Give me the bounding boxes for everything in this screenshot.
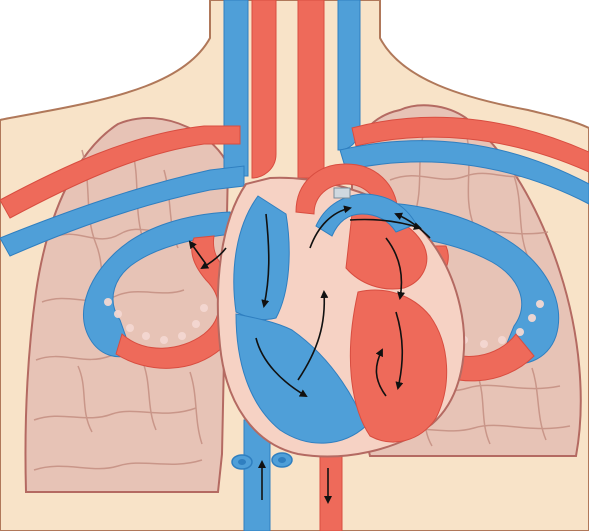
carotid-left <box>252 0 276 178</box>
jugular-left <box>224 0 248 176</box>
heart-valve-icon <box>334 188 350 198</box>
carotid-right <box>298 0 324 178</box>
